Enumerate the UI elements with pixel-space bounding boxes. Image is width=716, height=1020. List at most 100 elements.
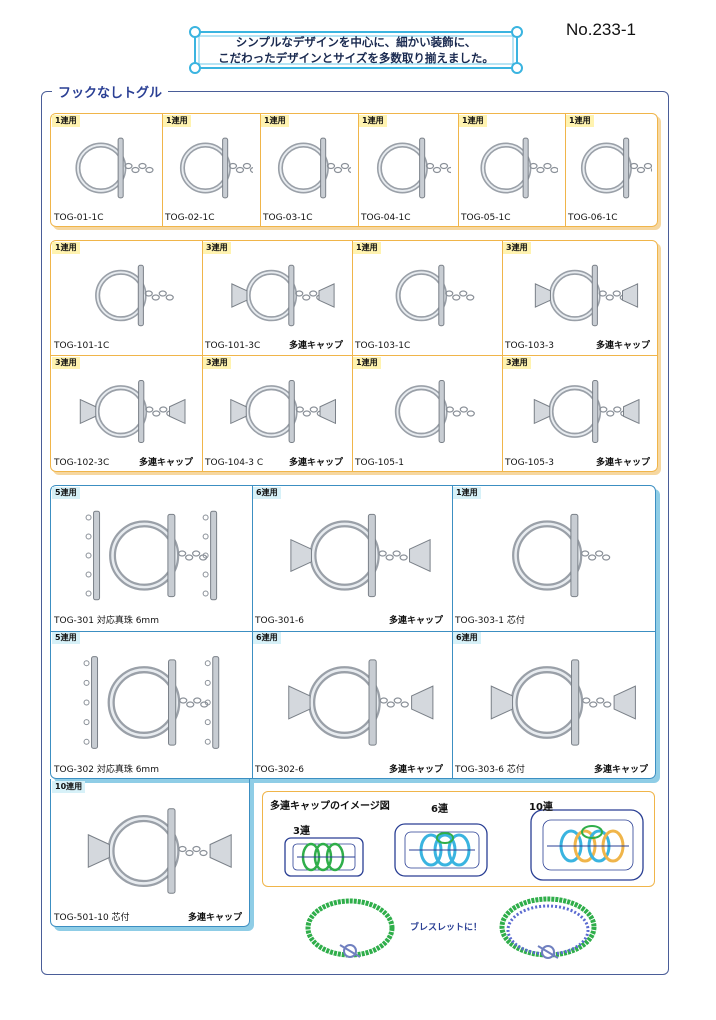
strand-badge: 1連用 (566, 115, 594, 127)
product-code: TOG-06-1C (568, 213, 618, 223)
strand-badge: 3連用 (503, 357, 531, 369)
product-cell: 1連用 TOG-303-1 芯付 (451, 485, 656, 630)
product-cell: 3連用 TOG-101-3C 多連キャップ (201, 240, 351, 355)
product-note: 多連キャップ (288, 341, 343, 351)
banner-line-1: シンプルなデザインを中心に、細かい装飾に、 (235, 35, 477, 49)
product-code: TOG-105-1 (355, 458, 404, 468)
banner-frame-icon (189, 26, 523, 74)
product-cell: 3連用 TOG-105-3 多連キャップ (501, 355, 658, 472)
strand-badge: 5連用 (52, 632, 80, 644)
toggle-clasp-icon (56, 127, 155, 209)
toggle-clasp-icon (56, 369, 195, 454)
product-note: 多連キャップ (288, 458, 343, 468)
strand-badge: 1連用 (453, 487, 481, 499)
product-code: TOG-105-3 (505, 458, 554, 468)
product-code: TOG-501-10 芯付 (54, 913, 130, 923)
product-code: TOG-302-6 (255, 765, 304, 775)
toggle-clasp-icon (457, 499, 650, 612)
product-cell: 10連用 TOG-501-10 芯付 多連キャップ (50, 779, 250, 927)
product-cell: 3連用 TOG-103-3 多連キャップ (501, 240, 658, 355)
strand-badge: 6連用 (253, 487, 281, 499)
bracelet-mixed-icon (499, 896, 597, 959)
cap-label-3: 3連 (293, 826, 310, 837)
toggle-clasp-icon (265, 127, 351, 209)
toggle-clasp-icon (363, 127, 451, 209)
strand-badge: 3連用 (203, 242, 231, 254)
toggle-clasp-icon (207, 369, 345, 454)
product-code: TOG-302 対応真珠 6mm (54, 765, 159, 775)
product-cell: 3連用 TOG-104-3 C 多連キャップ (201, 355, 351, 472)
toggle-clasp-icon (257, 644, 445, 761)
toggle-clasp-icon (167, 127, 253, 209)
product-code: TOG-103-1C (355, 341, 411, 351)
strand-badge: 1連用 (52, 242, 80, 254)
strand-badge: 3連用 (503, 242, 531, 254)
product-note: 多連キャップ (187, 913, 242, 923)
strand-badge: 1連用 (353, 357, 381, 369)
product-note: 多連キャップ (595, 341, 650, 351)
product-code: TOG-303-1 芯付 (455, 616, 525, 626)
section-title: フックなしトグル (52, 82, 169, 101)
cap-label-10: 10連 (529, 802, 553, 813)
cap-image-panel (262, 791, 655, 887)
toggle-clasp-icon (56, 793, 244, 909)
product-note: 多連キャップ (138, 458, 193, 468)
product-code: TOG-103-3 (505, 341, 554, 351)
product-note: 多連キャップ (593, 765, 648, 775)
product-cell: 6連用 TOG-302-6 多連キャップ (251, 630, 451, 779)
toggle-clasp-icon (357, 369, 495, 454)
strand-badge: 6連用 (453, 632, 481, 644)
product-note: 多連キャップ (388, 616, 443, 626)
banner-line-2: こだわったデザインとサイズを多数取り揃えました。 (218, 51, 494, 65)
toggle-clasp-icon (457, 644, 650, 761)
group-row6 (50, 779, 250, 927)
group-row1 (50, 113, 658, 227)
toggle-clasp-icon (570, 127, 652, 209)
toggle-clasp-icon (257, 499, 445, 612)
product-code: TOG-102-3C (54, 458, 110, 468)
page-number: No.233-1 (566, 20, 636, 39)
strand-badge: 1連用 (261, 115, 289, 127)
product-code: TOG-05-1C (461, 213, 511, 223)
product-cell: 3連用 TOG-102-3C 多連キャップ (50, 355, 201, 472)
toggle-clasp-icon (507, 369, 652, 454)
strand-badge: 5連用 (52, 487, 80, 499)
product-cell: 6連用 TOG-303-6 芯付 多連キャップ (451, 630, 656, 779)
product-code: TOG-01-1C (54, 213, 104, 223)
strand-badge: 1連用 (359, 115, 387, 127)
bracelet-green-icon (305, 898, 395, 958)
product-cell: 1連用 TOG-05-1C (457, 113, 564, 227)
header-banner: シンプルなデザインを中心に、細かい装飾に、 こだわったデザインとサイズを多数取り… (187, 26, 525, 74)
strand-badge: 6連用 (253, 632, 281, 644)
product-cell: 1連用 TOG-105-1 (351, 355, 501, 472)
toggle-clasp-icon (56, 644, 245, 761)
toggle-clasp-icon (56, 499, 245, 612)
strand-badge: 1連用 (459, 115, 487, 127)
group-row4-5 (50, 485, 656, 779)
product-cell: 1連用 TOG-06-1C (564, 113, 658, 227)
bracelet-text: ブレスレットに！ (410, 923, 483, 933)
product-code: TOG-301 対応真珠 6mm (54, 616, 159, 626)
toggle-clasp-icon (207, 254, 345, 337)
product-code: TOG-03-1C (263, 213, 313, 223)
product-note: 多連キャップ (388, 765, 443, 775)
cap-illustration-icon (284, 809, 644, 881)
strand-badge: 3連用 (203, 357, 231, 369)
banner-text: シンプルなデザインを中心に、細かい装飾に、 こだわったデザインとサイズを多数取り… (187, 34, 525, 66)
cap-image-title: 多連キャップのイメージ図 (270, 801, 390, 812)
product-code: TOG-101-3C (205, 341, 261, 351)
toggle-clasp-icon (357, 254, 495, 337)
product-code: TOG-104-3 C (205, 458, 264, 468)
product-note: 多連キャップ (595, 458, 650, 468)
strand-badge: 3連用 (52, 357, 80, 369)
strand-badge: 10連用 (52, 781, 86, 793)
product-cell: 5連用 TOG-301 対応真珠 6mm (50, 485, 251, 630)
main-frame (41, 91, 669, 975)
product-code: TOG-303-6 芯付 (455, 765, 525, 775)
